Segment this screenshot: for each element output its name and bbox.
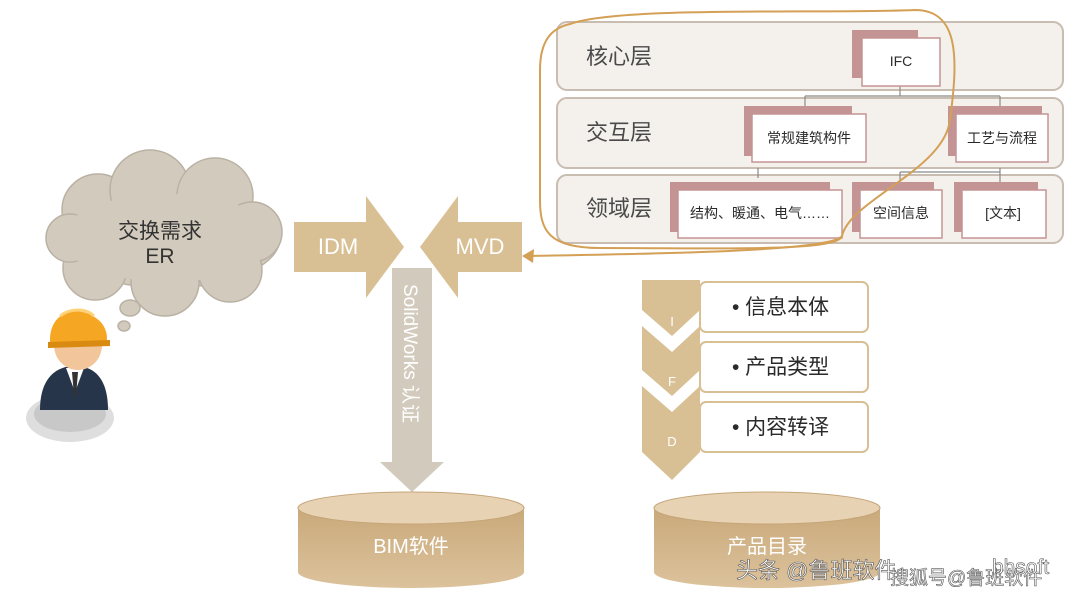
mvd-highlight-outline: [539, 8, 956, 250]
watermark-line1: 头条 @鲁班软件: [736, 558, 896, 583]
ifd-item-1-box: [699, 281, 869, 333]
chevron-d: [642, 386, 700, 480]
layer-stack: 核心层 交互层 领域层 IFC 常规建筑构件: [556, 21, 1064, 244]
cloud-line2: ER: [145, 245, 174, 268]
ifc-box: IFC: [852, 30, 941, 87]
ifd-item-1-label: • 信息本体: [732, 296, 829, 319]
text-label: [文本]: [985, 205, 1021, 221]
chevron-f-letter: F: [668, 374, 676, 389]
chevron-i-letter: I: [670, 314, 674, 329]
structure-label: 结构、暖通、电气……: [690, 205, 830, 221]
bim-software-label: BIM软件: [373, 535, 449, 558]
highlight-arrow-line: [527, 235, 843, 257]
interaction-layer-label: 交互层: [586, 120, 652, 145]
mvd-arrow: MVD: [420, 196, 522, 298]
ifd-chevron-list: I F D • 信息本体 • 产品类型 • 内容转译: [642, 280, 869, 480]
chevron-i: [642, 280, 700, 336]
ifd-item-3-box: [699, 401, 869, 453]
exchange-requirements-cloud: 交换需求 ER: [45, 149, 283, 332]
ifc-label: IFC: [890, 53, 913, 69]
space-box: 空间信息: [852, 182, 943, 239]
mvd-label: MVD: [456, 234, 505, 259]
ifd-item-2-label: • 产品类型: [732, 356, 829, 379]
watermark: 头条 @鲁班软件 搜狐号@鲁班软件 bhsoft: [736, 556, 1050, 590]
process-box: 工艺与流程: [948, 106, 1049, 163]
solidworks-arrow: SolidWorks 认证: [380, 268, 444, 492]
text-box: [文本]: [954, 182, 1047, 239]
building-components-label: 常规建筑构件: [767, 130, 851, 146]
process-label: 工艺与流程: [967, 130, 1037, 146]
chevron-f: [642, 326, 700, 396]
chevron-d-letter: D: [667, 434, 676, 449]
core-layer-label: 核心层: [586, 44, 652, 69]
watermark-line2: 搜狐号@鲁班软件: [890, 567, 1042, 589]
ifd-item-3-label: • 内容转译: [732, 416, 829, 439]
product-catalog-database: 产品目录: [653, 491, 881, 588]
cloud-line1: 交换需求: [118, 220, 202, 243]
solidworks-label: SolidWorks 认证: [399, 284, 421, 423]
idm-label: IDM: [318, 234, 358, 259]
domain-layer-label: 领域层: [586, 196, 652, 221]
space-label: 空间信息: [873, 205, 929, 221]
highlight-arrow-head: [522, 249, 534, 263]
watermark-line3: bhsoft: [992, 556, 1049, 579]
idm-arrow: IDM: [294, 196, 404, 298]
bim-software-database: BIM软件: [297, 491, 525, 588]
ifd-item-2-box: [699, 341, 869, 393]
product-catalog-label: 产品目录: [727, 535, 807, 558]
structure-box: 结构、暖通、电气……: [670, 182, 843, 239]
engineer-person-icon: [26, 308, 114, 442]
hierarchy-connectors: [757, 86, 1001, 182]
building-components-box: 常规建筑构件: [744, 106, 867, 163]
